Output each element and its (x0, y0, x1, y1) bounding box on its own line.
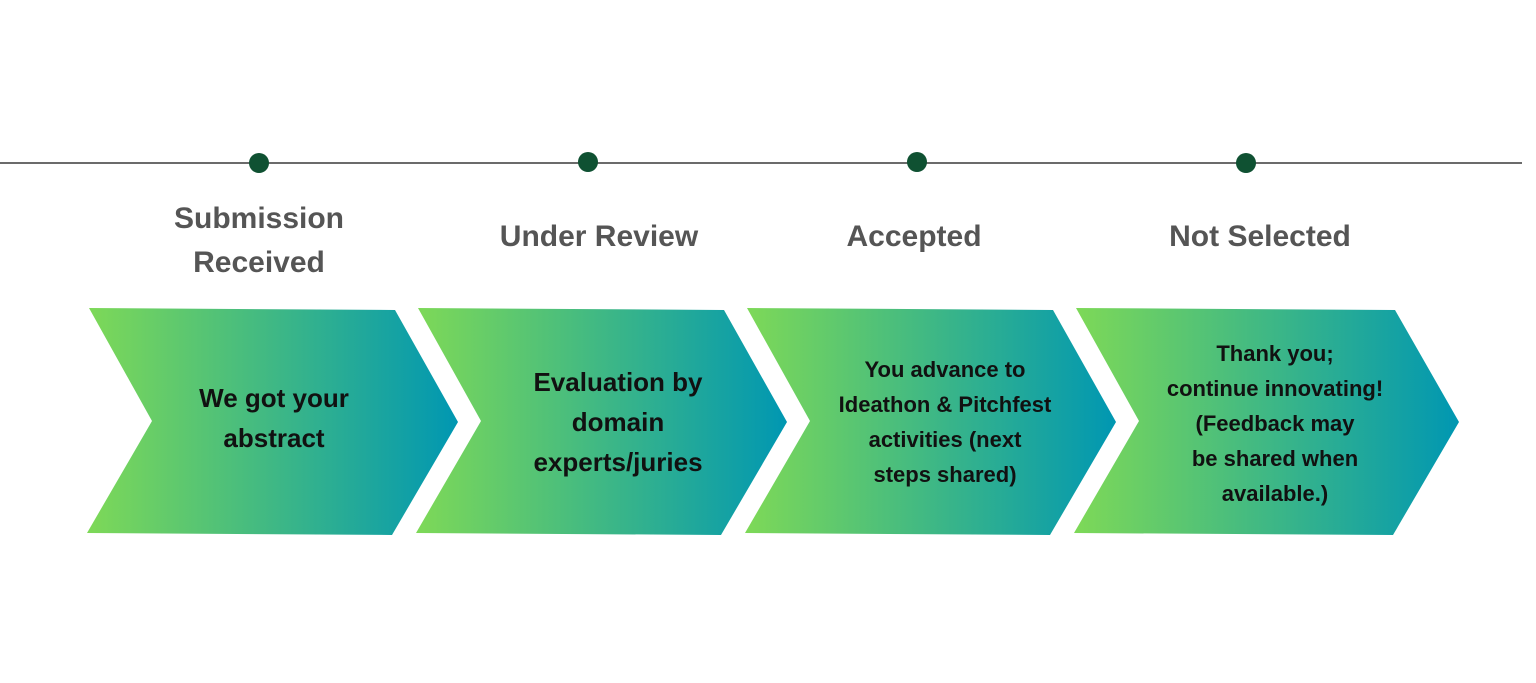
stage-description-not-selected: Thank you; continue innovating! (Feedbac… (1166, 341, 1384, 506)
timeline-dot-accepted (907, 152, 927, 172)
stage-title-submission-received: Submission Received (173, 202, 345, 279)
chevron-accepted (745, 308, 1116, 535)
timeline-dot-submission-received (249, 153, 269, 173)
timeline-dot-not-selected (1236, 153, 1256, 173)
stage-description-submission-received: We got your abstract (199, 383, 349, 453)
chevron-under-review (416, 308, 787, 535)
timeline-dot-under-review (578, 152, 598, 172)
chevron-submission-received (87, 308, 458, 535)
stage-description-accepted: You advance to Ideathon & Pitchfest acti… (838, 357, 1052, 487)
stage-title-not-selected: Not Selected (1169, 220, 1351, 253)
chevron-not-selected (1074, 308, 1459, 535)
stage-title-accepted: Accepted (846, 220, 982, 253)
stage-title-under-review: Under Review (499, 220, 699, 253)
stage-description-under-review: Evaluation by domain experts/juries (533, 367, 703, 477)
